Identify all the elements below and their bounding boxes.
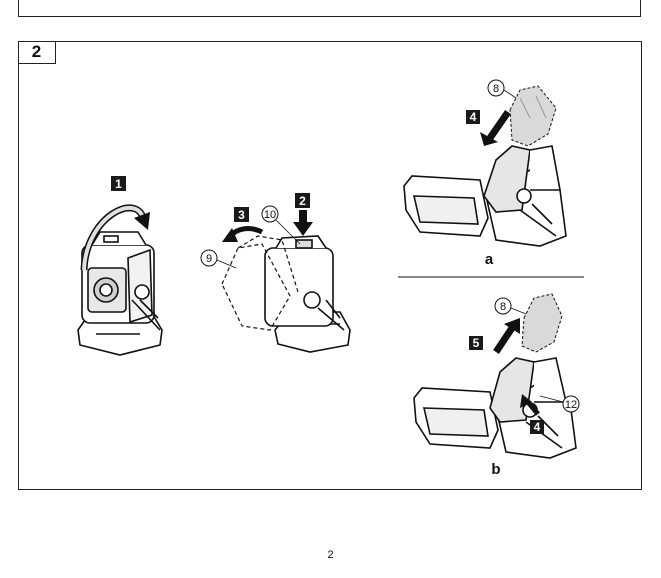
svg-text:5: 5 — [473, 336, 480, 350]
step-marker-4a: 4 — [466, 110, 480, 124]
callout-9: 9 — [200, 249, 237, 269]
svg-text:4: 4 — [534, 420, 541, 434]
svg-text:9: 9 — [206, 253, 212, 265]
extract-arrow-icon — [493, 318, 520, 354]
step-marker-1: 1 — [111, 176, 126, 191]
step-marker-2: 2 — [295, 193, 310, 208]
step-marker-3: 3 — [234, 207, 249, 222]
svg-text:2: 2 — [299, 194, 306, 208]
svg-text:12: 12 — [565, 399, 577, 411]
battery-ghost-a — [509, 85, 557, 147]
battery-remove-illustration — [264, 235, 351, 353]
case-illustration-b — [413, 357, 577, 459]
svg-text:3: 3 — [238, 208, 245, 222]
page-number: 2 — [327, 549, 334, 561]
rotate-arrow-icon — [80, 204, 150, 271]
sublabel-a: a — [485, 251, 494, 268]
figure-frame — [18, 41, 642, 490]
step-marker-4b: 4 — [530, 420, 544, 434]
battery-ghost-outline — [221, 235, 299, 331]
figure-number: 2 — [18, 41, 56, 64]
svg-text:10: 10 — [264, 209, 276, 221]
press-arrow-icon — [293, 210, 313, 236]
svg-text:8: 8 — [500, 301, 506, 313]
swing-arrow-icon — [222, 226, 264, 242]
callout-12: 12 — [539, 395, 580, 413]
sublabel-b: b — [491, 461, 500, 478]
step-marker-5: 5 — [469, 336, 483, 350]
svg-text:4: 4 — [470, 110, 477, 124]
callout-8a: 8 — [487, 79, 517, 99]
case-illustration-a — [403, 145, 567, 247]
battery-ghost-b — [521, 293, 563, 353]
callout-10: 10 — [261, 205, 301, 245]
svg-text:8: 8 — [493, 83, 499, 95]
press-release-arrow-icon — [520, 394, 540, 416]
callout-8b: 8 — [494, 297, 527, 315]
previous-figure-frame — [18, 0, 641, 17]
insert-arrow-icon — [480, 110, 511, 146]
work-light-illustration — [77, 231, 163, 356]
svg-text:1: 1 — [115, 177, 122, 191]
